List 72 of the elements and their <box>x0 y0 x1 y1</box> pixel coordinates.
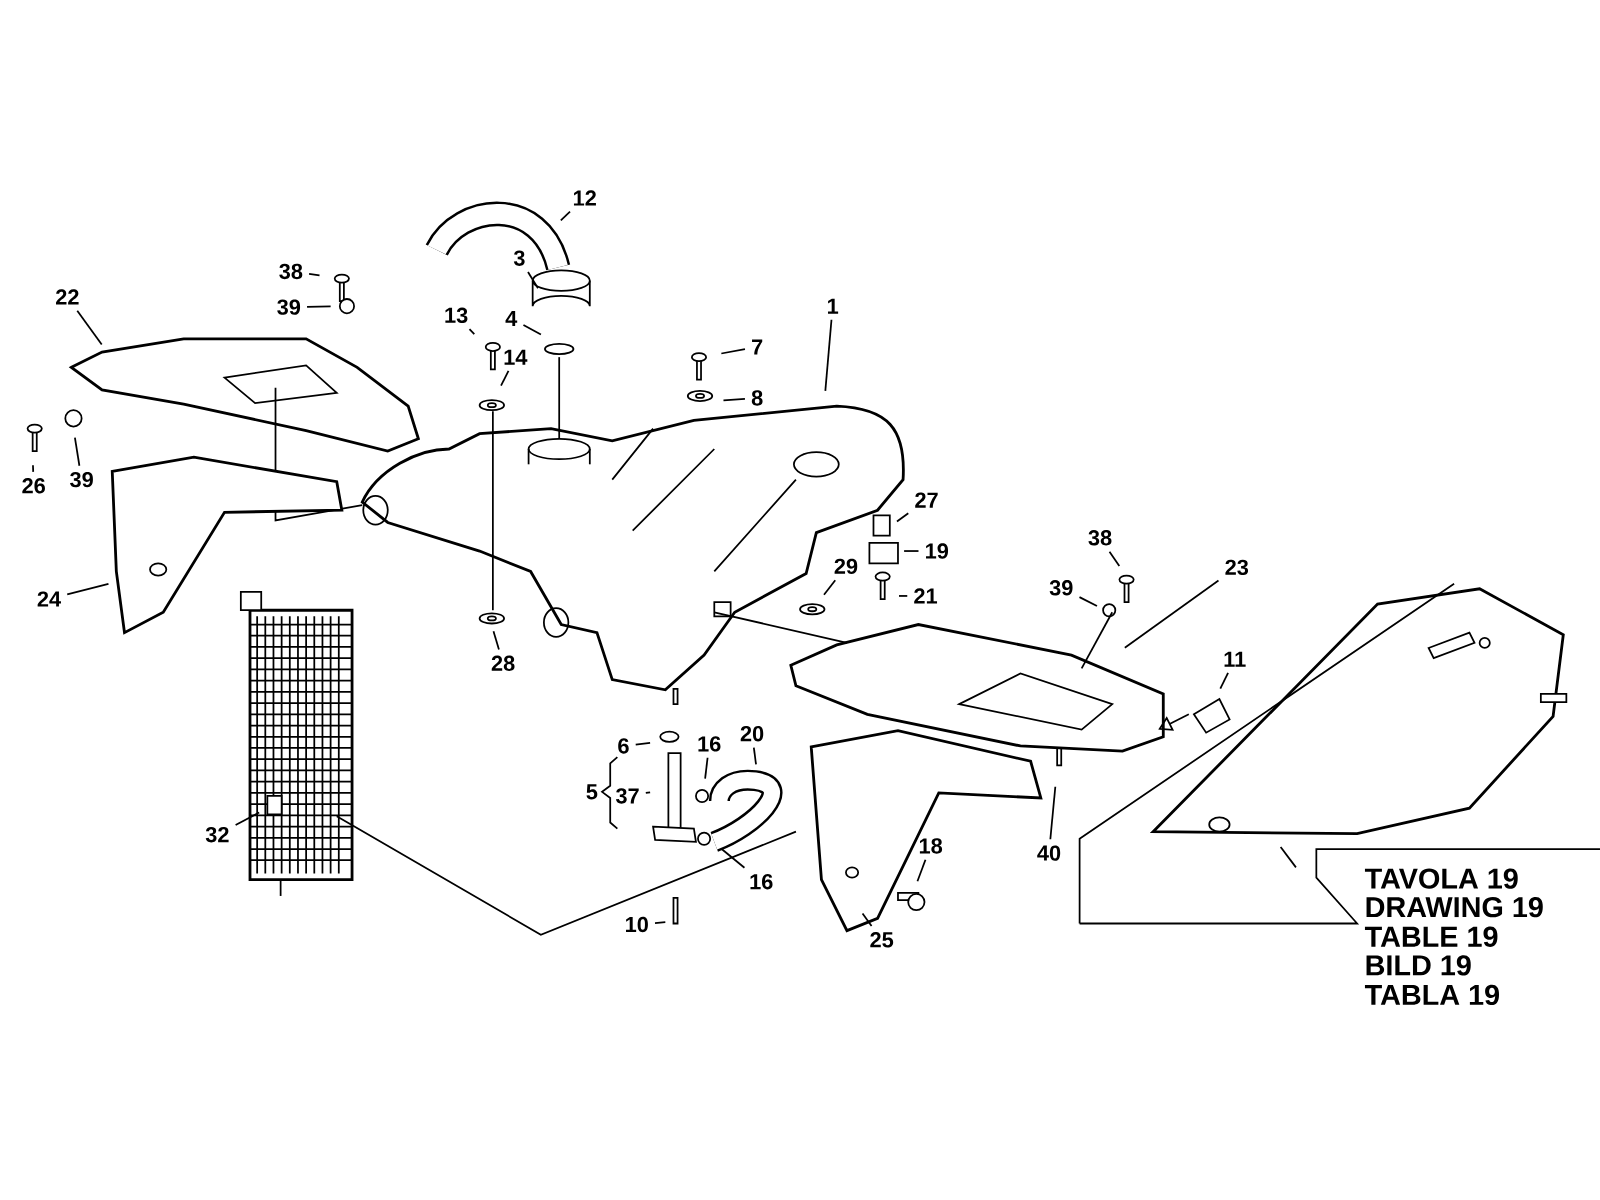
leader-line <box>704 756 709 780</box>
leader-line <box>527 271 539 290</box>
callout-number: 27 <box>915 492 938 508</box>
leader-line <box>896 512 910 523</box>
callout-number: 40 <box>1037 845 1061 861</box>
leader-line <box>468 328 476 336</box>
callout-number: 4 <box>505 310 518 326</box>
callout-number: 39 <box>277 299 301 315</box>
callout-number: 16 <box>750 873 773 890</box>
leader-line <box>308 273 321 277</box>
leader-line <box>861 912 873 927</box>
table-title: TABLA 19 <box>1364 984 1500 1006</box>
callout-number: 13 <box>445 307 468 324</box>
callout-number: 24 <box>37 591 61 607</box>
callout-number: 8 <box>751 390 763 406</box>
leader-line <box>234 811 261 826</box>
table-title: TAVOLA 19 <box>1364 868 1518 889</box>
callout-number: 6 <box>618 738 629 754</box>
leader-line <box>824 318 833 392</box>
callout-number: 38 <box>1088 530 1112 546</box>
table-title: BILD 19 <box>1366 955 1471 976</box>
leader-line <box>66 583 110 596</box>
callout-number: 18 <box>919 838 943 854</box>
callout-number: 22 <box>56 289 79 305</box>
callout-number: 39 <box>70 471 93 488</box>
callout-number: 7 <box>752 339 763 355</box>
callout-number: 37 <box>615 788 639 804</box>
callout-number: 28 <box>491 655 515 671</box>
leader-line <box>634 742 651 746</box>
callout-number: 21 <box>914 588 938 604</box>
leader-line <box>1049 785 1057 841</box>
leader-line <box>1108 550 1121 567</box>
table-title: DRAWING 19 <box>1366 896 1543 918</box>
callout-number: 39 <box>1049 580 1073 596</box>
leader-line <box>76 309 103 346</box>
leader-line <box>720 847 746 869</box>
leader-line <box>722 398 746 402</box>
leader-line <box>32 464 35 473</box>
callout-number: 14 <box>504 349 528 365</box>
callout-number: 29 <box>834 558 858 575</box>
callout-number: 19 <box>926 543 949 559</box>
leader-line <box>522 324 542 336</box>
leader-line <box>720 348 746 355</box>
leader-line <box>916 858 927 883</box>
callout-number: 20 <box>740 726 764 742</box>
callout-number: 23 <box>1225 559 1249 576</box>
leader-line <box>644 791 651 794</box>
callout-number: 12 <box>573 190 596 206</box>
callout-number: 1 <box>828 298 839 314</box>
table-title: TABLE 19 <box>1364 926 1498 947</box>
callout-number: 5 <box>586 784 598 800</box>
leader-line <box>898 595 909 597</box>
leader-line <box>752 746 757 766</box>
callout-number: 25 <box>870 932 894 948</box>
leader-line <box>654 921 667 924</box>
callout-number: 3 <box>513 250 525 266</box>
leader-line <box>306 305 332 308</box>
callout-number: 38 <box>279 263 303 280</box>
callout-number: 26 <box>22 478 45 494</box>
leader-line <box>1078 596 1098 607</box>
callout-number: 11 <box>1224 651 1246 667</box>
callout-number: 32 <box>205 827 229 843</box>
leader-line <box>559 210 571 222</box>
leader-line <box>1219 672 1229 690</box>
leader-line <box>74 436 81 467</box>
callout-number: 10 <box>626 916 648 933</box>
callout-number: 16 <box>698 736 721 752</box>
leader-line <box>903 550 920 552</box>
leader-line <box>1123 579 1220 649</box>
leader-line <box>492 630 500 651</box>
leader-line <box>823 579 837 596</box>
leader-line <box>500 369 510 387</box>
